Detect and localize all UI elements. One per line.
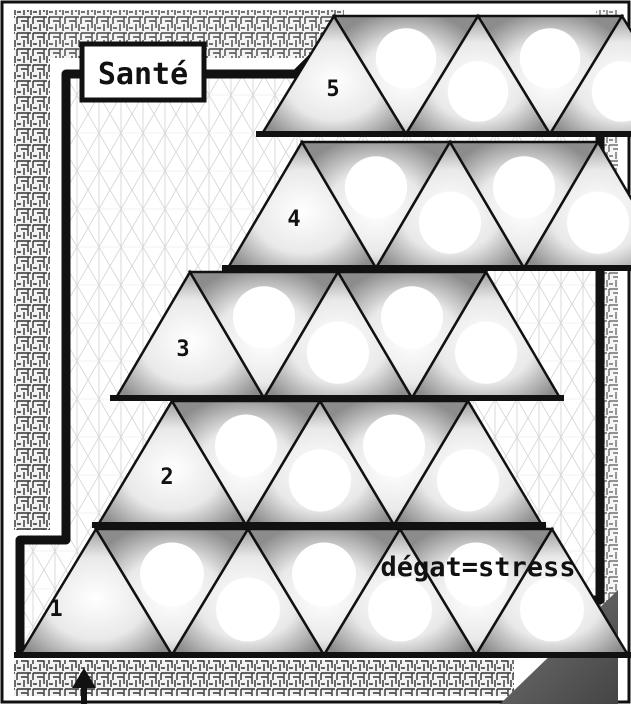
slot-circle xyxy=(345,156,407,218)
row-level-number: 5 xyxy=(326,77,339,102)
slot-circle xyxy=(376,28,436,88)
slot-circle xyxy=(567,192,629,254)
slot-circle xyxy=(437,449,499,511)
slot-circle xyxy=(233,286,295,348)
slot-circle xyxy=(520,578,584,642)
health-label: Santé xyxy=(98,57,188,92)
slot-circle xyxy=(493,156,555,218)
slot-circle xyxy=(455,322,517,384)
health-row-2: 2 xyxy=(92,401,546,525)
health-row-3: 3 xyxy=(110,272,564,398)
health-row-1: 1 xyxy=(14,529,631,655)
slot-circle xyxy=(363,415,425,477)
slot-circle xyxy=(520,28,580,88)
slot-circle xyxy=(448,61,508,121)
slot-circle xyxy=(140,542,204,606)
slot-circle xyxy=(368,578,432,642)
slot-circle xyxy=(289,449,351,511)
damage-rule-text: dégat=stress xyxy=(380,552,575,583)
maze-margin-left xyxy=(14,10,50,530)
slot-circle xyxy=(381,286,443,348)
slot-circle xyxy=(307,322,369,384)
row-level-number: 2 xyxy=(160,465,173,490)
slot-circle xyxy=(419,192,481,254)
slot-circle xyxy=(215,415,277,477)
slot-circle xyxy=(292,542,356,606)
row-level-number: 1 xyxy=(49,597,62,622)
slot-circle xyxy=(216,578,280,642)
row-level-number: 3 xyxy=(176,337,189,362)
row-level-number: 4 xyxy=(287,207,300,232)
